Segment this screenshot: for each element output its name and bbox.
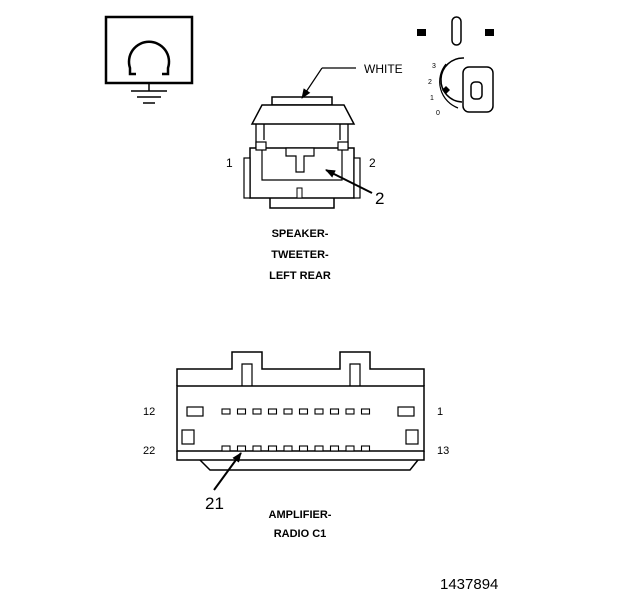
amplifier-key-top-right — [397, 406, 415, 417]
amplifier-pin-22-label: 22 — [143, 445, 155, 457]
amplifier-callout-label: 21 — [205, 494, 224, 513]
tweeter-side-rib-right — [353, 157, 361, 199]
speaker-ground-symbol — [104, 15, 194, 104]
tweeter-terminal-1 — [255, 141, 267, 151]
amplifier-pin-1-label: 1 — [437, 406, 443, 418]
tweeter-pin-2-label: 2 — [369, 156, 376, 170]
amplifier-key-top-left — [186, 406, 204, 417]
speaker-omega-icon — [127, 40, 171, 76]
amplifier-caption-line-1: AMPLIFIER- — [269, 509, 332, 521]
key-marker-left — [417, 29, 426, 36]
amplifier-bottom-pin-cavity — [314, 445, 324, 452]
key-position-3: 3 — [432, 63, 436, 70]
amplifier-top-pin-cavity — [267, 408, 278, 415]
tweeter-side-rib-left — [243, 157, 251, 199]
amplifier-bottom-pin-cavity — [221, 445, 231, 452]
amplifier-caption-line-2: RADIO C1 — [274, 528, 327, 540]
key-marker-right — [485, 29, 494, 36]
amplifier-top-pin-cavity — [283, 408, 293, 415]
figure-number: 1437894 — [440, 576, 498, 593]
amplifier-key-bottom-left — [181, 429, 195, 445]
amplifier-bottom-pin-cavity — [252, 445, 262, 452]
white-wire-arrow — [301, 67, 323, 99]
tweeter-pin-1-label: 1 — [226, 156, 233, 170]
amplifier-pin-row-bottom — [221, 445, 371, 452]
wire-color-label: WHITE — [364, 62, 403, 76]
amplifier-top-pin-cavity — [298, 408, 309, 415]
key-cylinder-outer-arc — [439, 63, 459, 109]
amplifier-connector-bottom — [199, 459, 419, 471]
amplifier-top-pin-cavity — [329, 408, 340, 415]
amplifier-bottom-pin-cavity — [283, 445, 293, 452]
amplifier-bottom-pin-cavity — [267, 445, 278, 452]
amplifier-top-pin-cavity — [221, 408, 231, 415]
amplifier-pin-row-top — [221, 408, 371, 415]
amplifier-pin-13-label: 13 — [437, 445, 449, 457]
amplifier-top-pin-cavity — [314, 408, 324, 415]
key-hole-icon — [470, 81, 483, 100]
amplifier-bottom-pin-cavity — [329, 445, 340, 452]
amplifier-bottom-pin-cavity — [298, 445, 309, 452]
amplifier-connector-top — [176, 351, 425, 386]
amplifier-callout-arrow — [213, 452, 242, 491]
amplifier-top-pin-cavity — [236, 408, 247, 415]
tweeter-callout-label: 2 — [375, 189, 384, 208]
tweeter-connector: WHITE 1 2 2 SPEAKER- TWEETER- LEFT REAR — [226, 62, 403, 282]
amplifier-connector: 12 1 22 13 21 AMPLIFIER- RADIO C1 — [143, 351, 449, 540]
tweeter-callout-arrow — [325, 169, 373, 194]
amplifier-key-bottom-right — [405, 429, 419, 445]
key-position-0: 0 — [436, 110, 440, 117]
tweeter-caption-line-3: LEFT REAR — [269, 270, 331, 282]
tweeter-terminal-2 — [337, 141, 349, 151]
tweeter-latch-arms — [255, 124, 349, 148]
tweeter-inner-cavity — [261, 148, 343, 181]
key-slot-icon — [451, 16, 462, 46]
amplifier-bottom-pin-cavity — [345, 445, 355, 452]
key-position-1: 1 — [430, 95, 434, 102]
key-position-pointer-icon — [442, 86, 450, 94]
amplifier-top-pin-cavity — [360, 408, 371, 415]
key-position-2: 2 — [428, 79, 432, 86]
tweeter-connector-cap — [250, 104, 356, 125]
amplifier-latch-posts — [241, 363, 361, 386]
tweeter-caption-line-2: TWEETER- — [271, 249, 329, 261]
tweeter-wire-lead — [271, 96, 333, 106]
amplifier-connector-skirt — [176, 451, 425, 461]
tweeter-caption-line-1: SPEAKER- — [272, 228, 329, 240]
key-cylinder-icon — [440, 57, 465, 103]
amplifier-bottom-pin-cavity — [360, 445, 371, 452]
key-head-icon — [462, 66, 494, 113]
speaker-symbol-box — [104, 15, 194, 85]
amplifier-top-pin-cavity — [252, 408, 262, 415]
amplifier-connector-body — [176, 385, 425, 452]
ignition-key-symbol: 3 2 1 0 — [417, 16, 494, 117]
amplifier-pin-12-label: 12 — [143, 406, 155, 418]
amplifier-top-pin-cavity — [345, 408, 355, 415]
tweeter-center-key — [285, 147, 315, 173]
tweeter-connector-base — [269, 198, 335, 209]
amplifier-bottom-pin-cavity — [236, 445, 247, 452]
tweeter-lock-tab — [296, 187, 303, 199]
